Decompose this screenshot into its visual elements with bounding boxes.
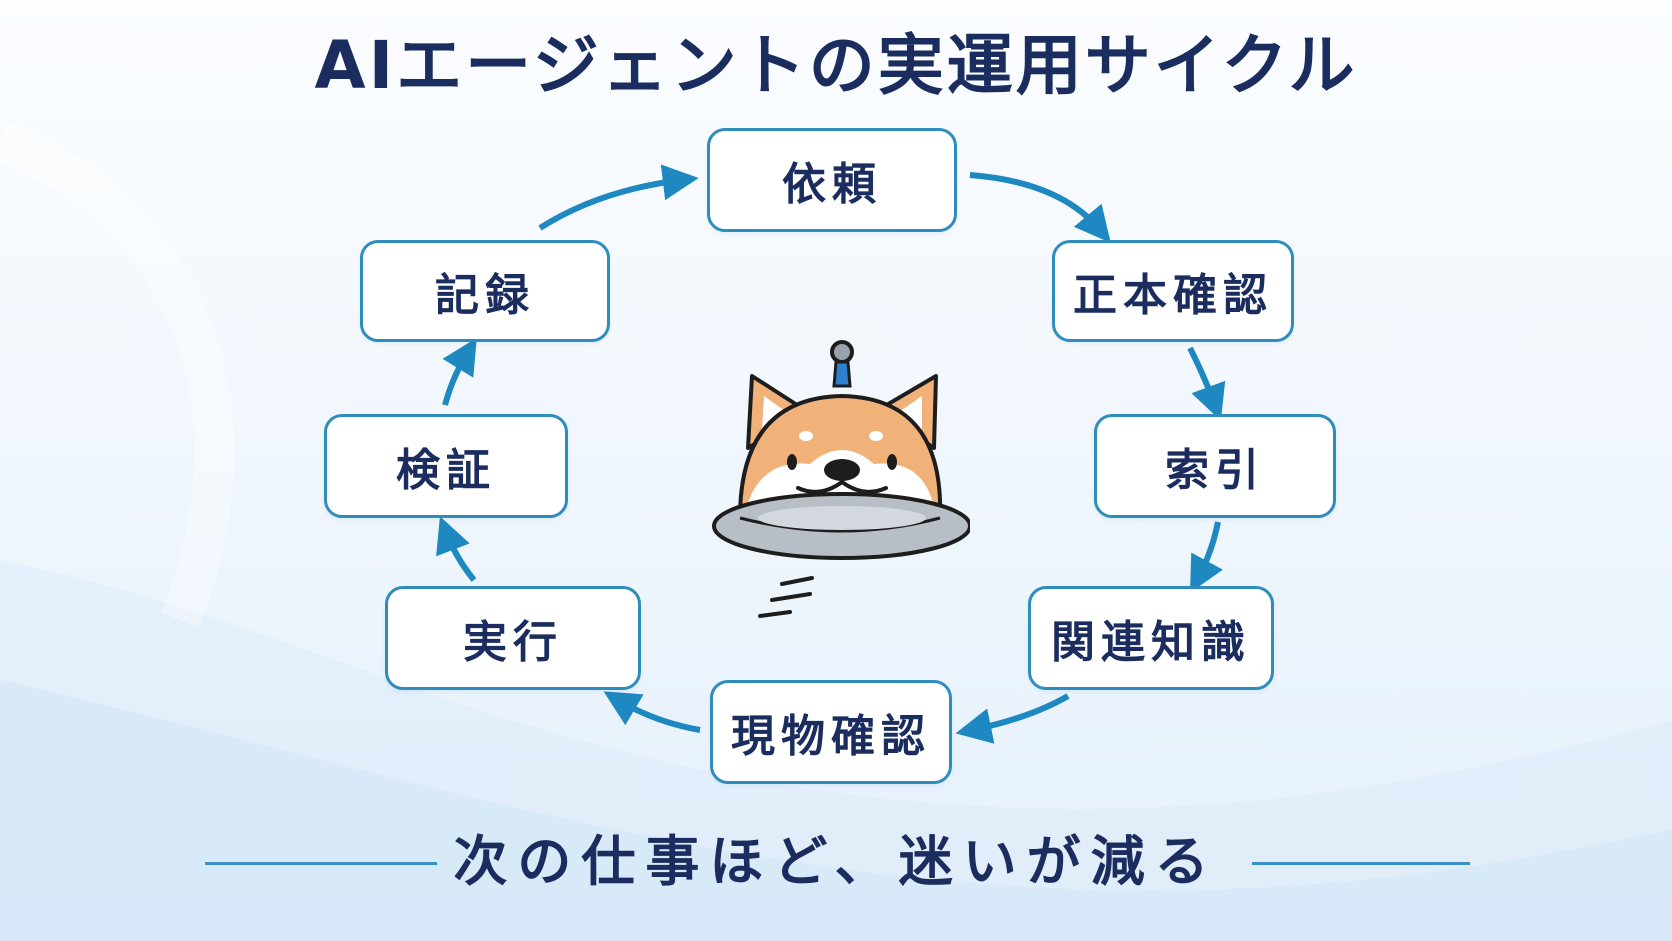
step-related-knowledge: 関連知識 xyxy=(1028,586,1274,690)
arrow-3 xyxy=(1190,521,1223,593)
footer-tagline: 次の仕事ほど、迷いが減る xyxy=(0,822,1672,902)
step-source-check: 正本確認 xyxy=(1052,240,1294,342)
arrow-7 xyxy=(442,337,477,406)
arrow-2 xyxy=(1187,346,1226,421)
step-verify: 検証 xyxy=(324,414,568,518)
step-request: 依頼 xyxy=(707,128,957,232)
footer-text: 次の仕事ほど、迷いが減る xyxy=(453,830,1219,893)
shiba-dog-ufo-icon xyxy=(712,340,970,618)
arrow-8 xyxy=(538,164,699,231)
step-index: 索引 xyxy=(1094,414,1336,518)
arrow-4 xyxy=(955,693,1070,744)
page-title: AIエージェントの実運用サイクル xyxy=(314,27,1358,104)
footer-line-right xyxy=(1252,862,1470,865)
footer-line-left xyxy=(205,862,437,865)
arrow-5 xyxy=(603,691,701,733)
arrow-6 xyxy=(436,516,477,582)
step-execute: 実行 xyxy=(385,586,641,690)
arrow-1 xyxy=(969,172,1111,243)
step-actual-check: 現物確認 xyxy=(710,680,952,784)
step-record: 記録 xyxy=(360,240,610,342)
